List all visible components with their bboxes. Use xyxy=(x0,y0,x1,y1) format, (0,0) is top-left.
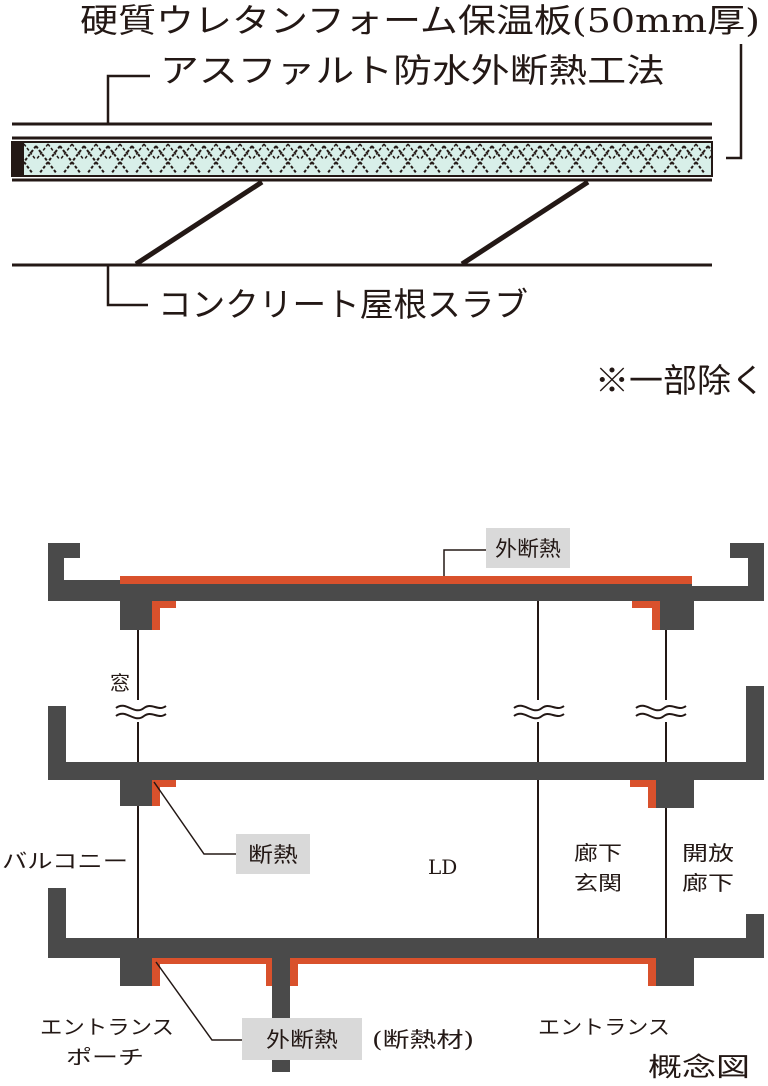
roof-slab-shape xyxy=(48,543,764,630)
concept-diagram-caption: 概念図 xyxy=(648,1053,750,1083)
insulation-leader xyxy=(153,781,236,855)
entrance-porch-label-line2: ポーチ xyxy=(66,1045,144,1069)
external-insulation-bottom-right xyxy=(290,958,656,986)
ext-insulation-leader-top xyxy=(443,549,486,576)
window-label: 窓 xyxy=(110,671,130,695)
ext-insulation-leader-bottom xyxy=(155,961,242,1041)
entrance-hall-label-line2: 玄関 xyxy=(574,871,622,895)
break-mark-icon xyxy=(635,700,688,722)
concept-diagram: 外断熱 断熱 外断熱 (断熱材) 窓 バルコニー LD 廊下 玄関 開放 廊下 … xyxy=(2,528,764,1083)
open-corridor-label-line1: 開放 xyxy=(682,841,734,865)
waterproofing-method-label: アスファルト防水外断熱工法 xyxy=(160,51,665,90)
slab-hatch-right xyxy=(460,179,590,267)
ext-insulation-label-bottom: 外断熱 xyxy=(266,1028,338,1052)
roof-section-detail: 硬質ウレタンフォーム保温板(50mm厚) アスファルト防水外断熱工法 コンクリー… xyxy=(11,1,765,400)
ext-insulation-label-box-bottom xyxy=(242,1018,362,1060)
method-leader-line xyxy=(106,74,150,124)
entrance-porch-label-line1: エントランス xyxy=(40,1015,174,1039)
slab-hatch-left xyxy=(134,179,264,267)
roof-slab xyxy=(48,543,764,630)
corridor-label-line1: 廊下 xyxy=(574,841,622,865)
insulation-board-panel xyxy=(11,141,713,177)
insulation-board-label: 硬質ウレタンフォーム保温板(50mm厚) xyxy=(80,1,760,40)
external-insulation-bottom-left xyxy=(152,958,272,986)
bottom-floor-slab xyxy=(48,888,764,1072)
concrete-slab-label: コンクリート屋根スラブ xyxy=(158,285,528,324)
panel-end-cap xyxy=(12,142,24,176)
internal-insulation-mid-right xyxy=(630,780,656,808)
insulation-material-label: (断熱材) xyxy=(372,1028,474,1052)
balcony-label: バルコニー xyxy=(2,849,128,873)
insulation-leader-line xyxy=(726,44,743,160)
insulation-label-box xyxy=(236,834,310,874)
entrance-label: エントランス xyxy=(538,1015,670,1039)
external-insulation-roof xyxy=(120,576,692,584)
break-mark-icon xyxy=(115,700,167,722)
break-mark-icon xyxy=(513,700,565,722)
middle-slab-shape xyxy=(48,686,764,808)
ld-room-label: LD xyxy=(428,855,457,879)
ext-insulation-label-top: 外断熱 xyxy=(495,537,561,561)
internal-insulation-top-left xyxy=(152,601,176,630)
insulation-label: 断熱 xyxy=(248,843,298,867)
exception-note: ※一部除く xyxy=(595,361,765,400)
slab-leader-line xyxy=(106,265,148,307)
open-corridor-label-line2: 廊下 xyxy=(682,871,734,895)
internal-insulation-top-right xyxy=(632,601,660,630)
ext-insulation-label-box-top xyxy=(486,528,570,568)
